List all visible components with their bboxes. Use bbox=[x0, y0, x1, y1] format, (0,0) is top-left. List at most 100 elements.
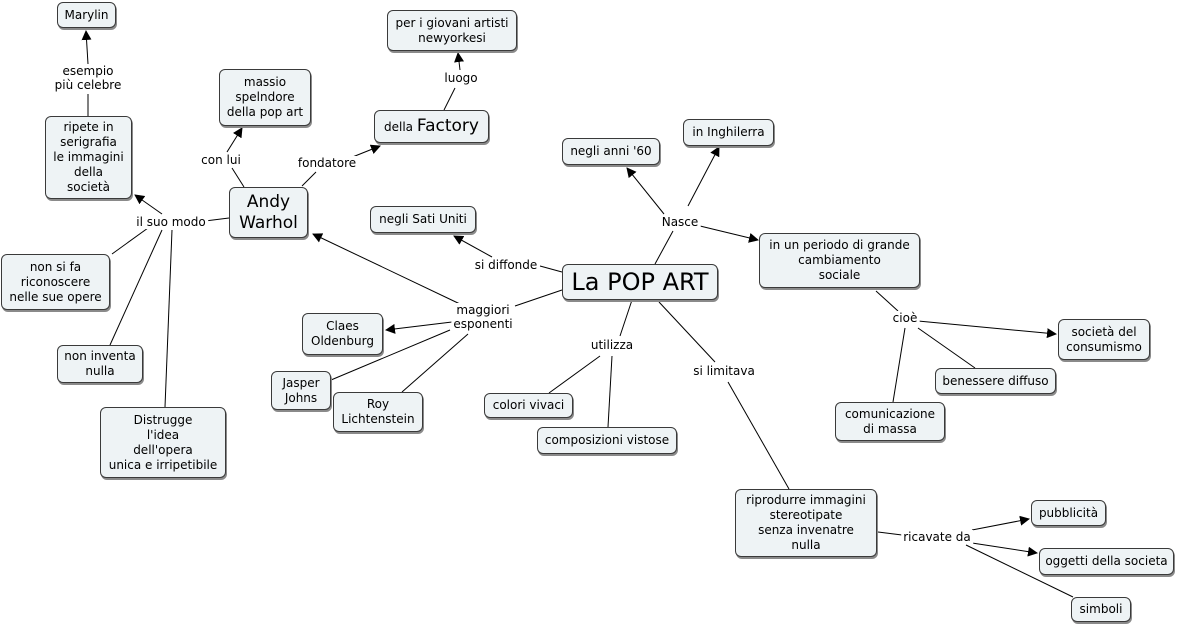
concept-pubblicita-text: pubblicità bbox=[1038, 505, 1099, 520]
line-suomodo-to-ripete bbox=[134, 194, 163, 215]
line-nasce-to-anni60 bbox=[626, 167, 665, 215]
concept-pop-art-text: La POP ART bbox=[571, 267, 709, 296]
concept-distrugge[interactable]: Distrugge l'idea dell'opera unica e irri… bbox=[100, 407, 226, 478]
concept-lichtenstein[interactable]: Roy Lichtenstein bbox=[333, 392, 423, 432]
concept-oggetti-text: oggetti della societa bbox=[1045, 554, 1168, 568]
concept-johns[interactable]: Jasper Johns bbox=[271, 371, 331, 410]
factory-word: Factory bbox=[416, 115, 479, 136]
link-ricavate[interactable]: ricavate da bbox=[901, 530, 973, 544]
concept-giovani-artisti-text: per i giovani artisti newyorkesi bbox=[395, 15, 509, 45]
line-esempio-to-marylin bbox=[81, 30, 92, 65]
line-nasce-to-inghilterra bbox=[687, 146, 720, 207]
concept-oldenburg-text: Claes Oldenburg bbox=[311, 319, 374, 348]
line-utilizza-to-composizioni bbox=[607, 355, 613, 428]
concept-ripete[interactable]: ripete in serigrafia le immagini della s… bbox=[45, 116, 132, 199]
line-sidiffonde-to-statiuniti bbox=[453, 235, 493, 258]
concept-consumismo-text: società del consumismo bbox=[1066, 324, 1142, 354]
concept-factory-text: della Factory bbox=[384, 115, 479, 136]
concept-comunicazione-text: comunicazione di massa bbox=[844, 406, 936, 436]
concept-benessere[interactable]: benessere diffuso bbox=[935, 368, 1056, 394]
line-factory-to-luogo bbox=[443, 87, 456, 111]
line-cioe-to-comunicazione bbox=[892, 327, 906, 403]
concept-riprodurre-text: riprodurre immagini stereotipate senza i… bbox=[746, 493, 866, 552]
link-si-diffonde[interactable]: si diffonde bbox=[472, 258, 540, 272]
line-popart-to-sidiffonde bbox=[539, 265, 563, 273]
concept-colori[interactable]: colori vivaci bbox=[484, 393, 573, 418]
concept-distrugge-text: Distrugge l'idea dell'opera unica e irri… bbox=[108, 412, 218, 472]
link-luogo[interactable]: luogo bbox=[442, 71, 480, 85]
concept-giovani-artisti[interactable]: per i giovani artisti newyorkesi bbox=[387, 10, 517, 51]
line-popart-to-nasce bbox=[654, 230, 674, 265]
concept-pop-art[interactable]: La POP ART bbox=[562, 264, 718, 300]
line-popart-to-maggiori bbox=[514, 289, 563, 307]
link-esempio[interactable]: esempio più celebre bbox=[52, 64, 124, 92]
line-maggiori-to-lichtenstein bbox=[401, 333, 469, 393]
link-utilizza[interactable]: utilizza bbox=[588, 338, 636, 352]
concept-massimo-splendore[interactable]: massio spelndore della pop art bbox=[219, 69, 311, 126]
concept-johns-text: Jasper Johns bbox=[282, 375, 320, 405]
line-nasce-to-cambiamento bbox=[699, 225, 759, 243]
concept-inghilterra[interactable]: in Inghilerra bbox=[683, 119, 774, 146]
link-maggiori[interactable]: maggiori esponenti bbox=[451, 303, 515, 331]
line-ricavate-to-pubblicita bbox=[971, 515, 1030, 531]
line-utilizza-to-colori bbox=[548, 355, 601, 394]
line-maggiori-to-warhol bbox=[312, 233, 461, 305]
line-warhol-to-fondatore bbox=[301, 171, 317, 187]
line-ricavate-to-oggetti bbox=[971, 542, 1038, 557]
link-nasce[interactable]: Nasce bbox=[659, 215, 701, 229]
line-maggiori-to-johns bbox=[330, 329, 451, 381]
concept-simboli[interactable]: simboli bbox=[1071, 597, 1131, 622]
line-popart-to-utilizza bbox=[619, 299, 633, 337]
link-fondatore[interactable]: fondatore bbox=[295, 156, 359, 170]
concept-andy-warhol-text: Andy Warhol bbox=[239, 191, 298, 233]
concept-stati-uniti-text: negli Sati Uniti bbox=[379, 212, 467, 226]
concept-consumismo[interactable]: società del consumismo bbox=[1058, 319, 1150, 360]
concept-inghilterra-text: in Inghilerra bbox=[692, 125, 765, 139]
concept-anni-60-text: negli anni '60 bbox=[570, 144, 652, 158]
line-riprodurre-to-ricavate bbox=[877, 531, 903, 536]
concept-composizioni-text: composizioni vistose bbox=[544, 433, 670, 447]
link-suo-modo[interactable]: il suo modo bbox=[134, 215, 208, 229]
concept-ripete-text: ripete in serigrafia le immagini della s… bbox=[53, 120, 124, 194]
line-cioe-to-consumismo bbox=[917, 320, 1057, 339]
line-conlui-to-massimo bbox=[226, 127, 243, 153]
concept-cambiamento-text: in un periodo di grande cambiamento soci… bbox=[769, 238, 910, 282]
concept-factory[interactable]: della Factory bbox=[374, 110, 489, 143]
concept-marylin-text: Marylin bbox=[64, 7, 109, 22]
line-silimitava-to-riprodurre bbox=[727, 381, 790, 490]
concept-composizioni[interactable]: composizioni vistose bbox=[537, 427, 677, 454]
link-con-lui[interactable]: con lui bbox=[199, 153, 243, 167]
concept-benessere-text: benessere diffuso bbox=[942, 373, 1049, 388]
line-giovani-to-luogo bbox=[454, 52, 465, 71]
line-warhol-to-suomodo bbox=[204, 217, 230, 222]
line-warhol-to-conlui bbox=[231, 167, 245, 188]
line-cambiamento-to-cioe bbox=[875, 290, 899, 312]
concept-oldenburg[interactable]: Claes Oldenburg bbox=[302, 313, 383, 355]
line-suomodo-to-noninventa bbox=[109, 229, 163, 346]
concept-stati-uniti[interactable]: negli Sati Uniti bbox=[370, 206, 476, 233]
concept-simboli-text: simboli bbox=[1079, 602, 1123, 616]
concept-pubblicita[interactable]: pubblicità bbox=[1031, 500, 1106, 526]
concept-non-riconoscere-text: non si fa riconoscere nelle sue opere bbox=[9, 259, 102, 304]
line-cioe-to-benessere bbox=[917, 327, 976, 369]
concept-colori-text: colori vivaci bbox=[492, 398, 565, 412]
concept-marylin[interactable]: Marylin bbox=[57, 2, 116, 28]
link-si-limitava[interactable]: si limitava bbox=[691, 364, 757, 378]
line-maggiori-to-oldenburg bbox=[385, 321, 453, 334]
concept-riprodurre[interactable]: riprodurre immagini stereotipate senza i… bbox=[735, 489, 877, 557]
factory-prefix: della bbox=[384, 119, 417, 134]
link-cioe[interactable]: cioè bbox=[890, 311, 920, 325]
concept-cambiamento[interactable]: in un periodo di grande cambiamento soci… bbox=[759, 233, 920, 288]
concept-anni-60[interactable]: negli anni '60 bbox=[562, 138, 660, 165]
line-suomodo-to-nonriconoscere bbox=[111, 227, 149, 255]
concept-non-inventa[interactable]: non inventa nulla bbox=[57, 345, 143, 383]
concept-oggetti[interactable]: oggetti della societa bbox=[1039, 548, 1174, 575]
concept-massimo-splendore-text: massio spelndore della pop art bbox=[226, 75, 304, 119]
concept-lichtenstein-text: Roy Lichtenstein bbox=[341, 397, 415, 426]
line-ricavate-to-simboli bbox=[965, 544, 1074, 598]
concept-comunicazione[interactable]: comunicazione di massa bbox=[835, 402, 945, 441]
concept-andy-warhol[interactable]: Andy Warhol bbox=[229, 187, 308, 238]
line-suomodo-to-distrugge bbox=[164, 229, 173, 408]
concept-non-riconoscere[interactable]: non si fa riconoscere nelle sue opere bbox=[1, 254, 110, 310]
